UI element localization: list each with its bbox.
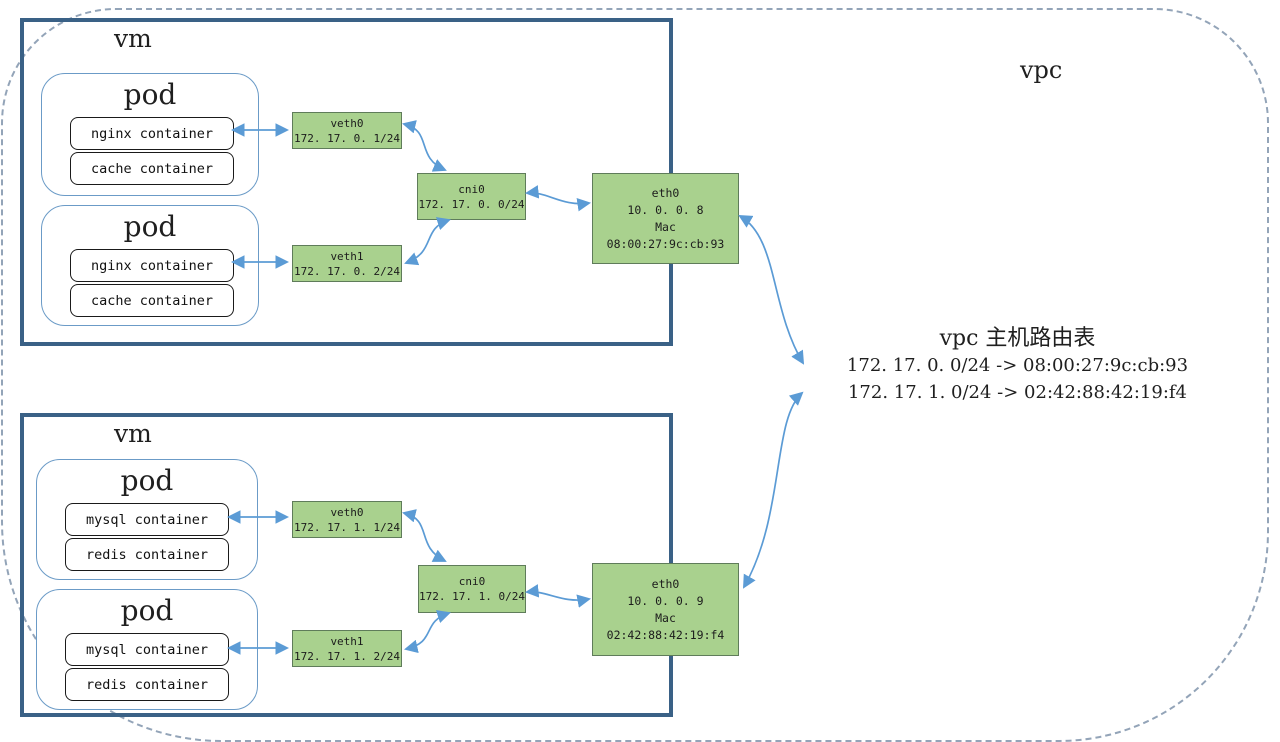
interface-ip: 10. 0. 0. 8 (627, 202, 704, 217)
cache-container-box: cache container (70, 284, 234, 317)
vm1-pod1: pod nginx container cache container (41, 73, 259, 196)
redis-container-box: redis container (65, 668, 229, 701)
mac-label: Mac (655, 610, 676, 625)
interface-ip: 172. 17. 0. 0/24 (418, 197, 525, 211)
interface-name: cni0 (458, 575, 486, 588)
routing-table-title: vpc 主机路由表 (939, 326, 1096, 351)
interface-name: veth1 (330, 634, 364, 648)
vm2-pod2-label: pod (120, 594, 174, 627)
cache-container-box: cache container (70, 152, 234, 185)
mac-label: Mac (655, 219, 676, 234)
vm2-eth0-box: eth0 10. 0. 0. 9 Mac 02:42:88:42:19:f4 (592, 563, 739, 656)
interface-name: eth0 (651, 576, 680, 591)
vm1-box: vm pod nginx container cache container p… (20, 18, 673, 346)
interface-ip: 172. 17. 0. 2/24 (294, 264, 400, 278)
vm2-label: vm (114, 419, 152, 448)
mac-address: 02:42:88:42:19:f4 (606, 627, 725, 642)
routing-table-entry: 172. 17. 0. 0/24 -> 08:00:27:9c:cb:93 (846, 355, 1189, 376)
nginx-container-box: nginx container (70, 249, 234, 282)
routing-table-entry: 172. 17. 1. 0/24 -> 02:42:88:42:19:f4 (847, 382, 1188, 403)
redis-container-box: redis container (65, 538, 229, 571)
interface-name: cni0 (458, 182, 485, 196)
interface-ip: 10. 0. 0. 9 (627, 593, 704, 608)
interface-ip: 172. 17. 1. 0/24 (419, 590, 525, 603)
vm1-pod1-label: pod (123, 78, 177, 111)
mac-address: 08:00:27:9c:cb:93 (606, 236, 725, 251)
vm2-box: vm pod mysql container redis container p… (20, 413, 673, 717)
interface-name: eth0 (651, 185, 680, 200)
vm2-veth1-box: veth1 172. 17. 1. 2/24 (292, 630, 402, 667)
vm1-cni0-box: cni0 172. 17. 0. 0/24 (417, 173, 526, 220)
vm1-eth0-box: eth0 10. 0. 0. 8 Mac 08:00:27:9c:cb:93 (592, 173, 739, 264)
vpc-label: vpc (1020, 56, 1063, 84)
vm1-pod2-label: pod (123, 210, 177, 243)
interface-name: veth0 (330, 505, 364, 519)
mysql-container-box: mysql container (65, 633, 229, 666)
interface-ip: 172. 17. 0. 1/24 (294, 131, 400, 145)
vm1-veth0-box: veth0 172. 17. 0. 1/24 (292, 112, 402, 149)
vm1-label: vm (114, 24, 152, 53)
interface-name: veth0 (330, 116, 364, 130)
vm2-pod1: pod mysql container redis container (36, 459, 258, 580)
mysql-container-box: mysql container (65, 503, 229, 536)
vm2-veth0-box: veth0 172. 17. 1. 1/24 (292, 501, 402, 538)
network-diagram-canvas: { "colors": { "arrow_blue": "#5b9bd5", "… (1, 8, 1269, 742)
vm2-pod2: pod mysql container redis container (36, 589, 258, 710)
vm1-pod2: pod nginx container cache container (41, 205, 259, 326)
interface-ip: 172. 17. 1. 1/24 (294, 520, 400, 534)
vm2-pod1-label: pod (120, 464, 174, 497)
nginx-container-box: nginx container (70, 117, 234, 150)
interface-name: veth1 (330, 249, 364, 263)
vpc-routing-table: vpc 主机路由表 172. 17. 0. 0/24 -> 08:00:27:9… (795, 326, 1240, 406)
vm2-cni0-box: cni0 172. 17. 1. 0/24 (418, 565, 526, 613)
interface-ip: 172. 17. 1. 2/24 (294, 649, 400, 663)
vm1-veth1-box: veth1 172. 17. 0. 2/24 (292, 245, 402, 282)
